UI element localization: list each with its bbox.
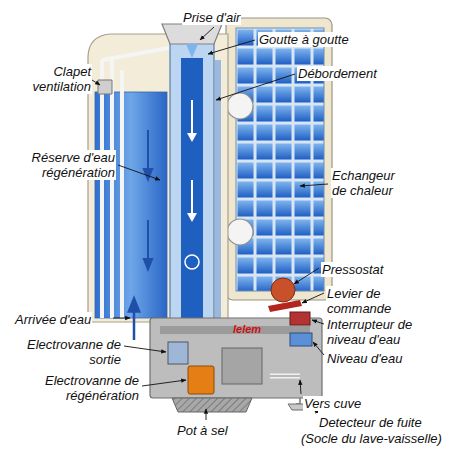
label-slot: lelem — [232, 319, 262, 337]
part-label: Pressostat — [321, 262, 384, 277]
label-slot: Levier de commande — [326, 286, 392, 317]
label-slot: Pressostat — [321, 260, 384, 278]
label-slot: Electrovanne de sortie — [14, 337, 122, 368]
part-label: Réserve d'eau régénération — [14, 150, 116, 180]
watermark: lelem — [232, 323, 262, 335]
label-slot: Réserve d'eau régénération — [14, 150, 116, 181]
part-label: Niveau d'eau — [326, 351, 403, 366]
label-slot: Prise d'air — [182, 8, 241, 26]
label-slot: Goutte à goutte — [258, 30, 350, 48]
label-slot: (Socle du lave-vaisselle) — [300, 429, 443, 447]
part-label: Detecteur de fuite — [318, 415, 423, 430]
part-label: Pot à sel — [176, 423, 229, 438]
part-label: Levier de commande — [326, 286, 392, 316]
salt-pot — [172, 398, 252, 412]
part-label: Electrovanne de régénération — [14, 373, 140, 403]
part-label: Débordement — [297, 66, 378, 81]
inlet-arrow — [133, 304, 136, 340]
label-slot: Pot à sel — [176, 421, 229, 439]
part-label: Arrivée d'eau — [14, 312, 92, 327]
part-label: Echangeur de chaleur — [331, 168, 403, 198]
label-slot: Débordement — [297, 64, 378, 82]
label-slot: Detecteur de fuite — [318, 413, 423, 431]
label-slot: Echangeur de chaleur — [331, 168, 403, 199]
label-slot: Arrivée d'eau — [14, 310, 92, 328]
leader-lines — [92, 27, 328, 420]
label-slot: Electrovanne de régénération — [14, 373, 140, 404]
label-slot: Vers cuve — [303, 394, 362, 412]
part-label: (Socle du lave-vaisselle) — [300, 431, 443, 446]
part-label: Prise d'air — [182, 10, 241, 25]
part-label: Goutte à goutte — [258, 32, 350, 47]
part-label: Interrupteur de niveau d'eau — [326, 317, 422, 347]
heat-exchanger — [226, 18, 332, 300]
part-label: Clapet ventilation — [6, 64, 92, 94]
label-slot: Niveau d'eau — [326, 349, 403, 367]
part-label: Electrovanne de sortie — [14, 337, 122, 367]
label-slot: Interrupteur de niveau d'eau — [326, 317, 422, 348]
control-base — [150, 278, 322, 398]
part-label: Vers cuve — [303, 396, 362, 411]
label-slot: Clapet ventilation — [6, 64, 92, 95]
central-tower — [162, 24, 222, 322]
